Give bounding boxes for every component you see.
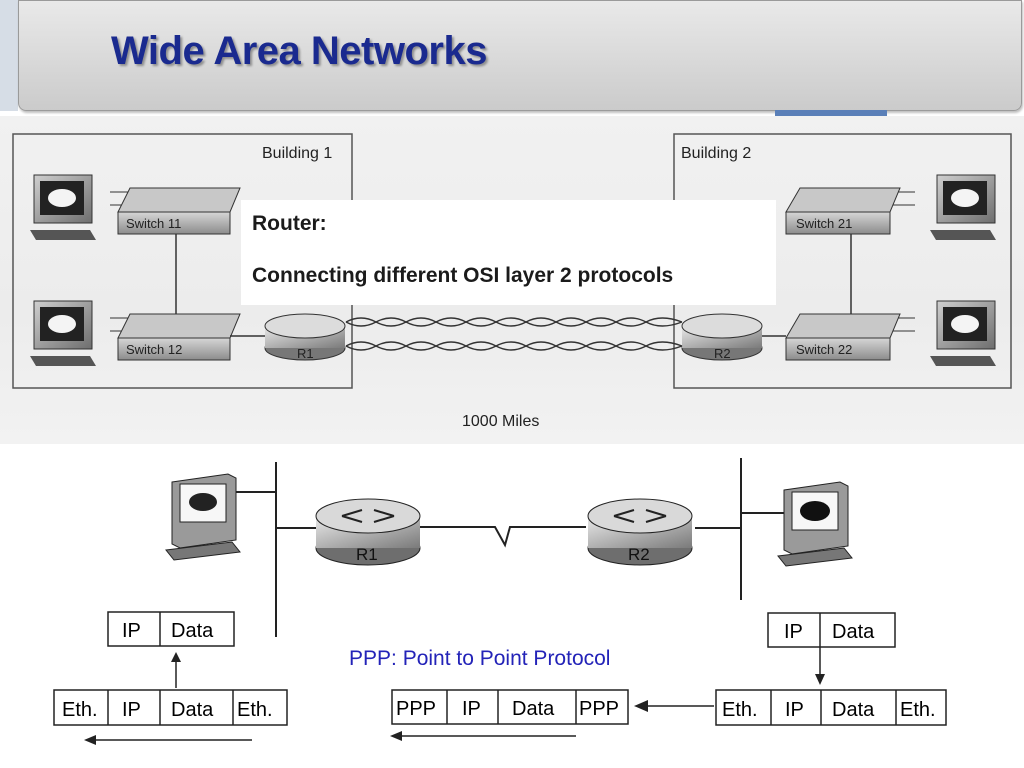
switch-11-label: Switch 11 (126, 216, 181, 231)
ppp-caption: PPP: Point to Point Protocol (349, 647, 611, 670)
arrow-left-icon (634, 700, 648, 712)
frame-field-data: Data (832, 699, 875, 721)
arrow-down-icon (815, 674, 825, 685)
title-bar: Wide Area Networks (18, 0, 1022, 111)
router-r1-icon: R1 (264, 313, 346, 361)
frame-field-ip: IP (784, 621, 803, 643)
frame-field-data: Data (512, 698, 555, 720)
pc-icon (165, 473, 241, 561)
router-r1-label: R1 (356, 545, 378, 564)
switch-12-label: Switch 12 (126, 342, 182, 357)
frame-field-eth: Eth. (62, 699, 98, 721)
router-r1-label: R1 (297, 346, 314, 361)
pc-icon (930, 174, 996, 240)
switch-22-icon: Switch 22 (785, 313, 901, 361)
distance-label: 1000 Miles (462, 413, 539, 430)
switch-11-icon: Switch 11 (117, 187, 241, 235)
frame-field-data: Data (171, 699, 214, 721)
arrow-left-icon (84, 735, 96, 745)
frame-field-ip: IP (122, 699, 141, 721)
arrow-left-icon (390, 731, 402, 741)
router-r2-label: R2 (628, 545, 650, 564)
frame-field-ip: IP (785, 699, 804, 721)
frame-ppp-middle: PPP IP Data PPP (391, 689, 629, 725)
title-accent-tab (775, 110, 887, 118)
pc-icon (930, 300, 996, 366)
frame-field-ppp: PPP (579, 698, 619, 720)
frame-field-ip: IP (462, 698, 481, 720)
switch-12-icon: Switch 12 (117, 313, 241, 361)
building-1-label: Building 1 (262, 145, 332, 162)
router-r1-icon: R1 (315, 498, 421, 566)
frame-field-eth: Eth. (237, 699, 273, 721)
frame-field-data: Data (171, 620, 214, 642)
callout-description: Connecting different OSI layer 2 protoco… (252, 264, 674, 287)
switch-21-icon: Switch 21 (785, 187, 901, 235)
callout-heading: Router: (252, 212, 327, 235)
frame-field-ppp: PPP (396, 698, 436, 720)
slide-left-edge (0, 0, 18, 111)
router-callout-box: Router: Connecting different OSI layer 2… (241, 200, 776, 305)
frame-ip-data-right: IP Data (767, 612, 896, 648)
building-2-label: Building 2 (681, 145, 751, 162)
serial-link (418, 526, 586, 548)
arrow-up-icon (171, 652, 181, 662)
pc-icon (30, 300, 96, 366)
frame-ip-data-left: IP Data (107, 611, 235, 647)
router-r2-icon: R2 (681, 313, 763, 361)
frame-field-data: Data (832, 621, 875, 643)
frame-field-eth: Eth. (900, 699, 936, 721)
slide-title: Wide Area Networks (111, 29, 487, 73)
frame-field-ip: IP (122, 620, 141, 642)
switch-21-label: Switch 21 (796, 216, 852, 231)
frame-eth-left: Eth. IP Data Eth. (53, 689, 288, 726)
router-r2-label: R2 (714, 346, 731, 361)
switch-22-label: Switch 22 (796, 342, 852, 357)
wan-link-cable (345, 317, 683, 351)
frame-field-eth: Eth. (722, 699, 758, 721)
frame-eth-right: Eth. IP Data Eth. (715, 689, 947, 726)
pc-icon (777, 481, 853, 567)
router-r2-icon: R2 (587, 498, 693, 566)
pc-icon (30, 174, 96, 240)
